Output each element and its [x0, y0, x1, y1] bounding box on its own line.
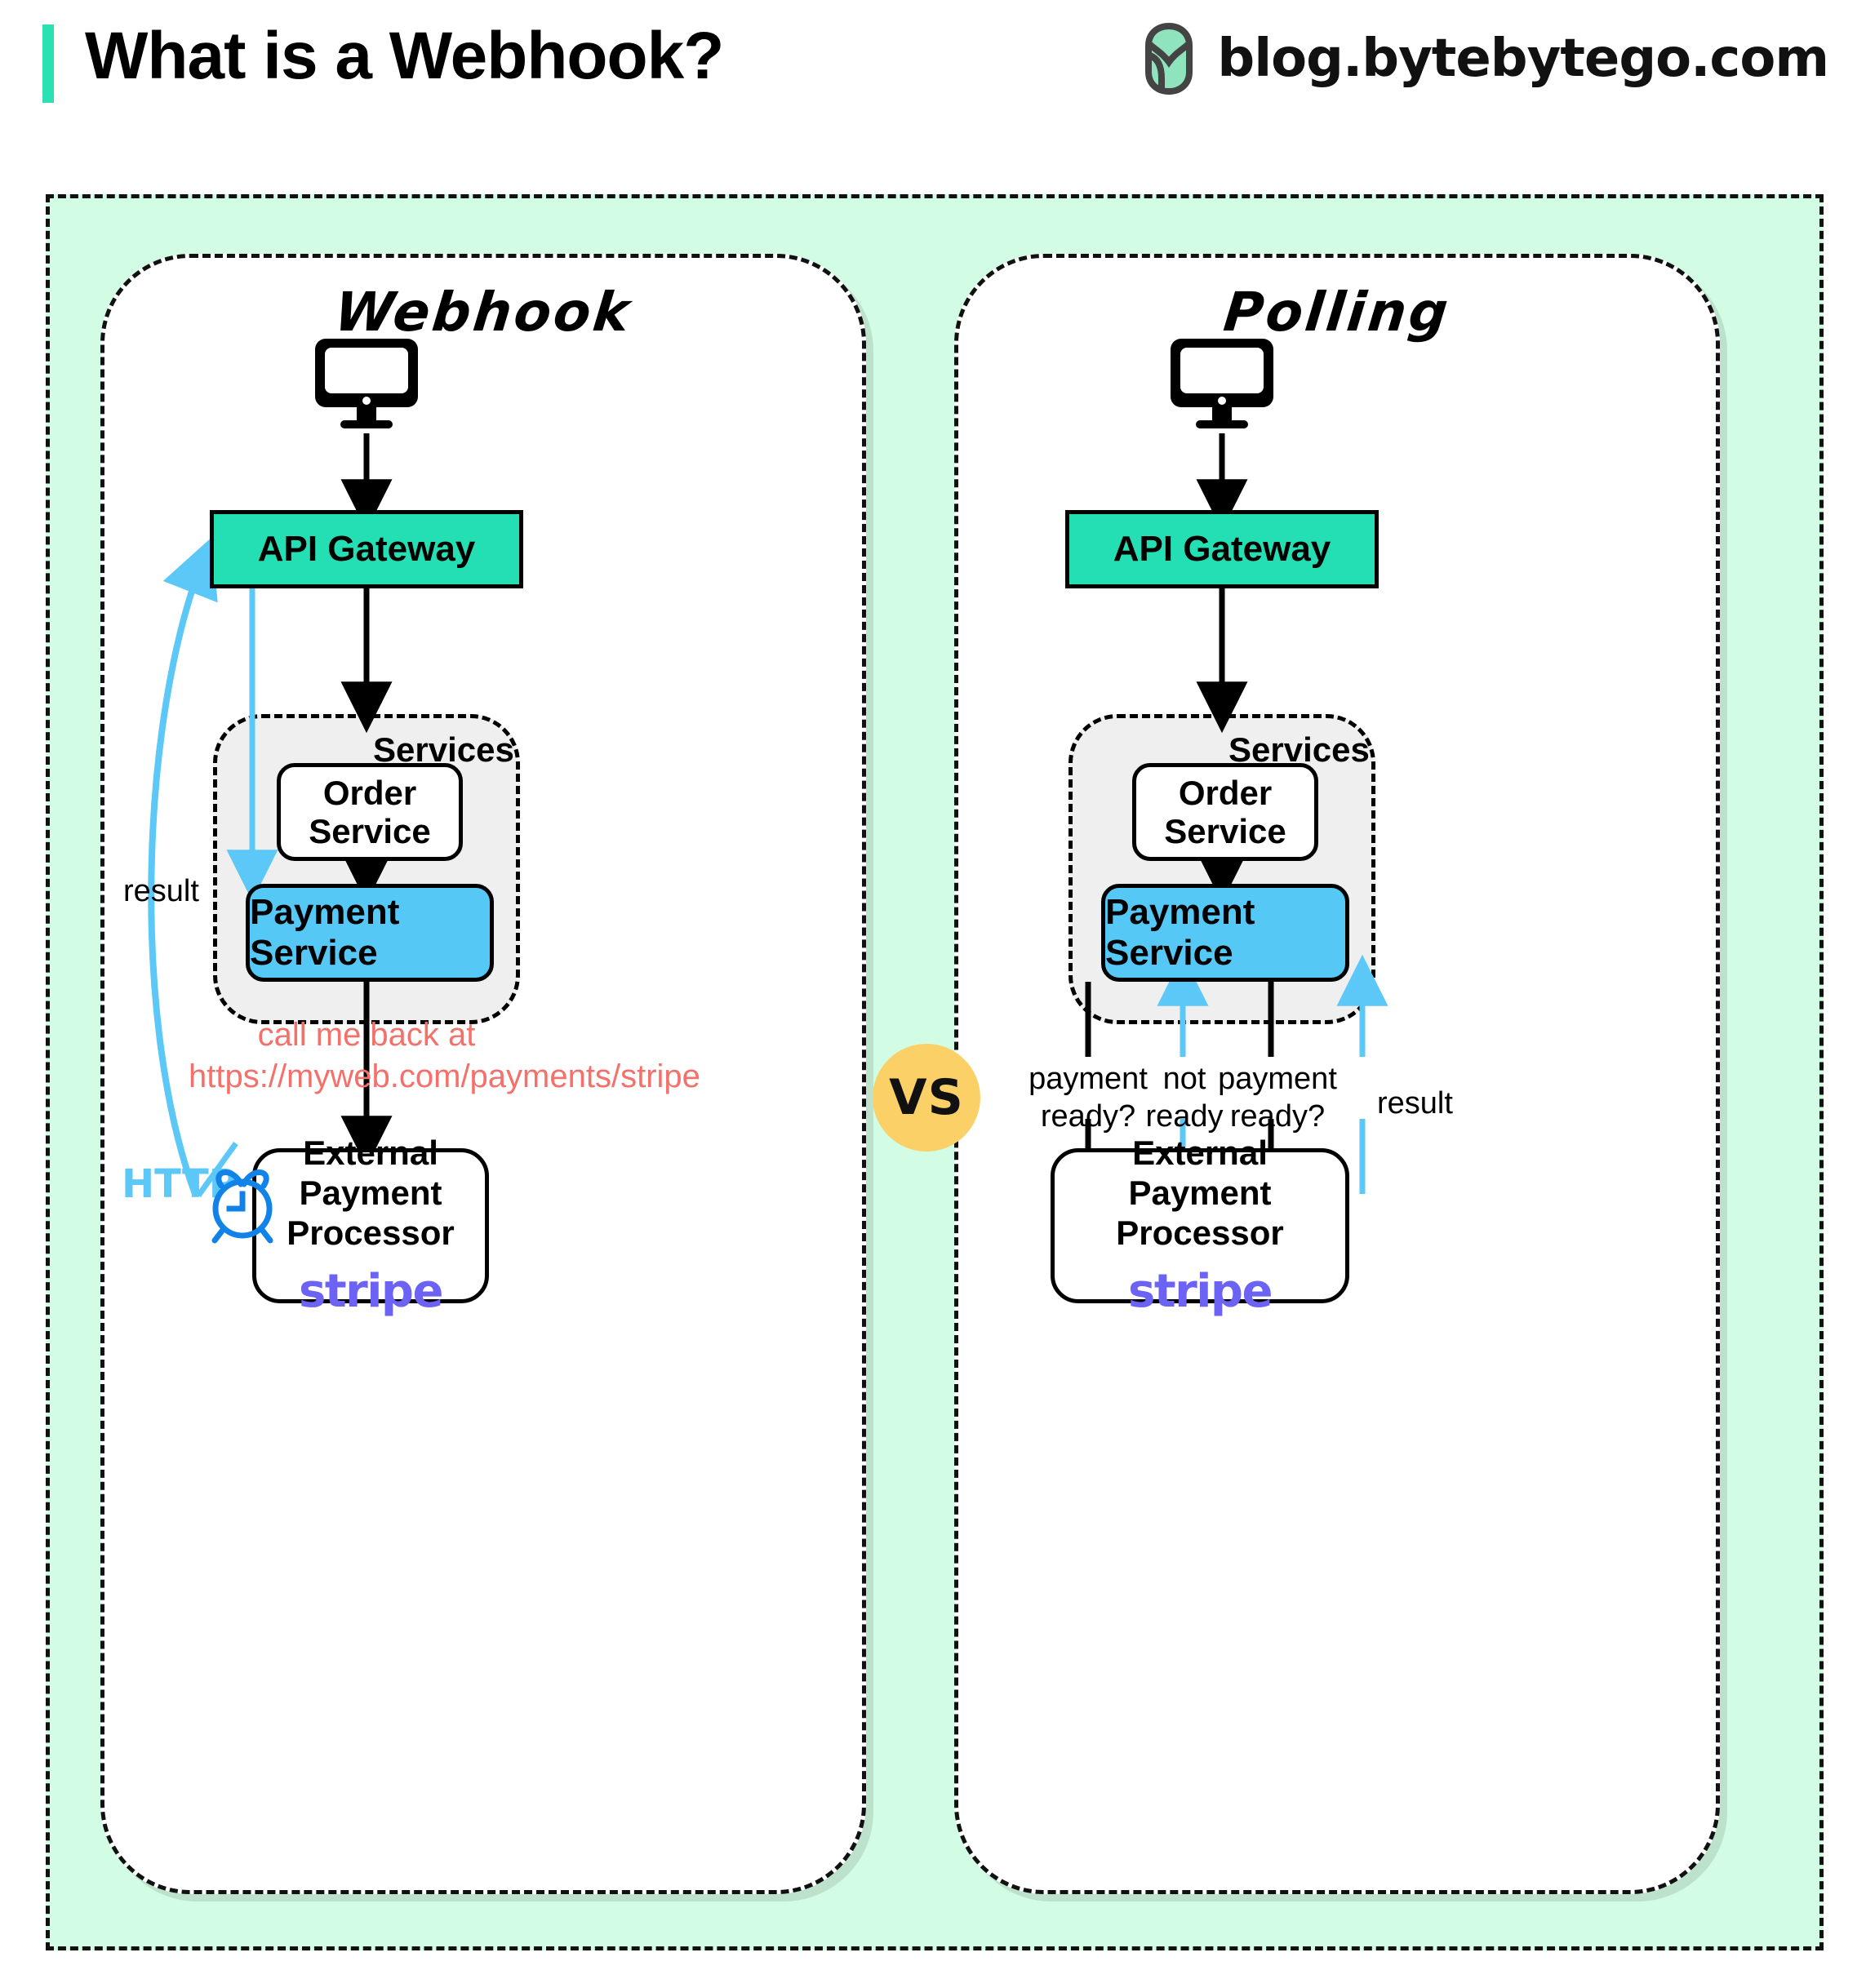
- order-service-line2: Service: [1164, 812, 1286, 850]
- processor-line1: External: [303, 1134, 438, 1173]
- stripe-logo: stripe: [299, 1264, 443, 1318]
- comparison-stage: Webhook API Gateway Services Order Servi…: [46, 194, 1824, 1950]
- page-title: What is a Webhook?: [85, 19, 724, 93]
- order-service-line1: Order: [1178, 773, 1273, 812]
- payment-service-label: Payment Service: [250, 892, 400, 973]
- poll-label-3-line1: payment: [1218, 1062, 1337, 1096]
- panel-title-webhook: Webhook: [331, 281, 635, 344]
- processor-line2: Payment Processor: [1116, 1174, 1284, 1252]
- api-gateway-polling[interactable]: API Gateway: [1065, 510, 1379, 588]
- poll-label-3: payment ready?: [1212, 1060, 1343, 1136]
- bytebytego-logo-icon: [1145, 22, 1193, 95]
- label-result-webhook: result: [123, 874, 199, 908]
- panel-title-polling: Polling: [1220, 281, 1454, 344]
- stripe-logo: stripe: [1128, 1264, 1273, 1318]
- poll-label-1: payment ready?: [1023, 1060, 1153, 1136]
- services-label-webhook: Services: [373, 730, 514, 769]
- brand-block: blog.bytebytego.com: [1139, 21, 1829, 96]
- processor-title-webhook: External Payment Processor: [256, 1134, 485, 1253]
- order-service-line1: Order: [322, 773, 417, 812]
- poll-label-1-line1: payment: [1029, 1062, 1148, 1096]
- poll-label-1-line2: ready?: [1040, 1099, 1136, 1134]
- vs-badge: VS: [873, 1044, 980, 1152]
- poll-label-4: result: [1377, 1086, 1453, 1120]
- order-service-line2: Service: [309, 812, 431, 850]
- processor-line2: Payment Processor: [287, 1174, 455, 1252]
- payment-service-polling[interactable]: Payment Service: [1101, 884, 1349, 982]
- callback-line1: call me back at: [257, 1017, 476, 1053]
- vs-label: VS: [889, 1069, 964, 1126]
- order-service-webhook[interactable]: Order Service: [277, 763, 463, 861]
- callback-line2: https://myweb.com/payments/stripe: [189, 1058, 700, 1095]
- processor-line1: External: [1132, 1134, 1268, 1173]
- external-payment-processor-polling[interactable]: External Payment Processor stripe: [1051, 1134, 1349, 1318]
- payment-service-webhook[interactable]: Payment Service: [246, 884, 494, 982]
- external-payment-processor-webhook[interactable]: External Payment Processor stripe: [252, 1134, 489, 1318]
- page-header: What is a Webhook? blog.bytebytego.com: [0, 0, 1866, 122]
- services-label-polling: Services: [1228, 730, 1370, 769]
- api-gateway-label: API Gateway: [257, 529, 476, 569]
- poll-label-3-line2: ready?: [1229, 1099, 1326, 1134]
- alarm-clock-icon: [211, 1169, 273, 1244]
- desktop-monitor-icon: [1171, 339, 1273, 428]
- poll-label-2-line1: not: [1162, 1062, 1206, 1096]
- payment-service-label: Payment Service: [1105, 892, 1255, 973]
- desktop-monitor-icon: [315, 339, 418, 428]
- order-service-polling[interactable]: Order Service: [1132, 763, 1318, 861]
- api-gateway-label: API Gateway: [1113, 529, 1331, 569]
- api-gateway-webhook[interactable]: API Gateway: [210, 510, 523, 588]
- brand-url-text: blog.bytebytego.com: [1217, 29, 1829, 89]
- title-accent-bar: [42, 24, 54, 103]
- processor-title-polling: External Payment Processor: [1055, 1134, 1345, 1253]
- label-callback-webhook: call me back at https://myweb.com/paymen…: [189, 1014, 700, 1098]
